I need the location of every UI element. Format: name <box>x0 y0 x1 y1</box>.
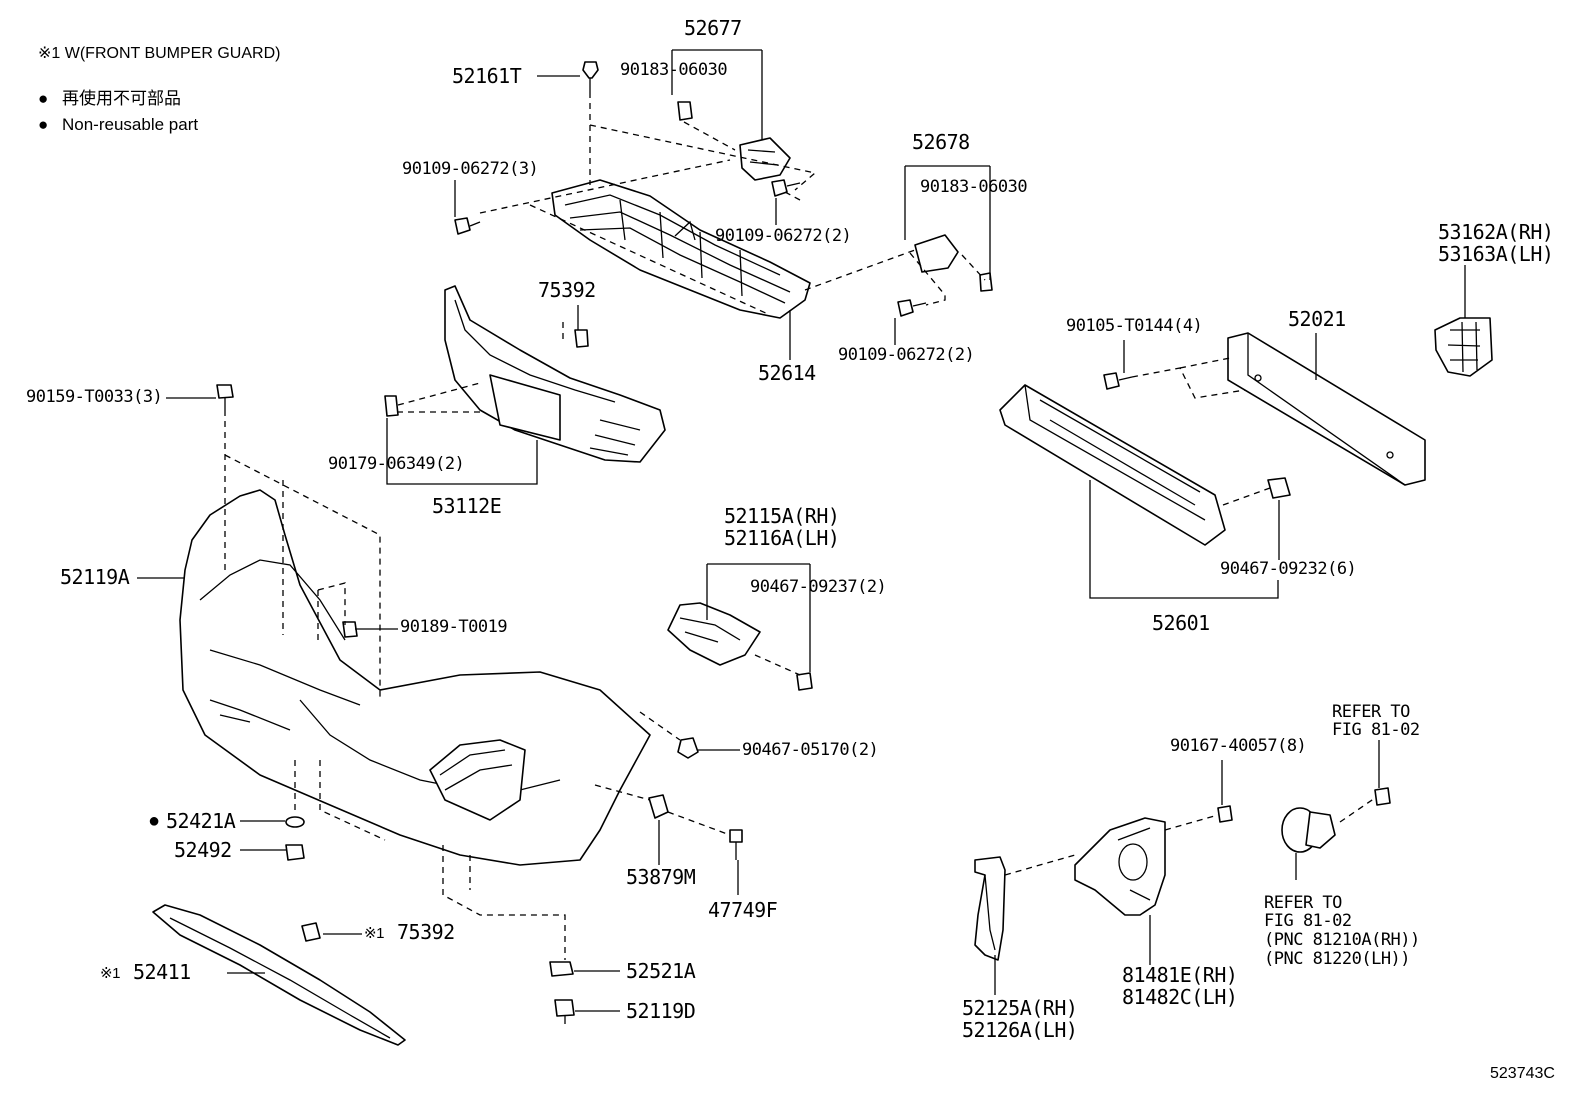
label-90467-05170-2[interactable]: 90467-05170(2) <box>742 740 879 760</box>
bumper-cover-52119A <box>179 489 651 866</box>
label-53162A[interactable]: 53162A(RH) <box>1438 220 1554 244</box>
label-53112E[interactable]: 53112E <box>432 494 502 518</box>
label-52119D[interactable]: 52119D <box>626 999 696 1023</box>
label-52126A[interactable]: 52126A(LH) <box>962 1018 1078 1042</box>
label-52116A[interactable]: 52116A(LH) <box>724 526 840 550</box>
label-52521A[interactable]: 52521A <box>626 959 696 983</box>
guard-mark-75392: ※1 <box>364 925 384 942</box>
lower-grille-53112E <box>384 285 666 463</box>
label-90159-T0033-3[interactable]: 90159-T0033(3) <box>26 387 163 407</box>
label-90109-06272-3[interactable]: 90109-06272(3) <box>402 159 539 179</box>
figure-code: 523743C <box>1490 1065 1555 1082</box>
label-90109-06272-2b[interactable]: 90109-06272(2) <box>838 345 975 365</box>
label-52678[interactable]: 52678 <box>912 130 970 154</box>
label-52119A[interactable]: 52119A <box>60 565 130 589</box>
label-81482C[interactable]: 81482C(LH) <box>1122 985 1238 1009</box>
label-75392-top[interactable]: 75392 <box>538 278 596 302</box>
label-52021[interactable]: 52021 <box>1288 307 1346 331</box>
label-75392-guard[interactable]: 75392 <box>397 920 455 944</box>
label-52601[interactable]: 52601 <box>1152 611 1210 635</box>
label-90105-T0144-4[interactable]: 90105-T0144(4) <box>1066 316 1203 336</box>
bracket-52115A <box>667 602 813 691</box>
label-52614[interactable]: 52614 <box>758 361 816 385</box>
label-53163A[interactable]: 53163A(LH) <box>1438 242 1554 266</box>
bracket-52677 <box>677 101 791 181</box>
label-52115A[interactable]: 52115A(RH) <box>724 504 840 528</box>
refer-bot-line2[interactable]: FIG 81-02 <box>1264 911 1352 931</box>
bracket-52678 <box>914 234 993 292</box>
fog-lamp <box>1281 787 1391 853</box>
label-52411[interactable]: 52411 <box>133 960 191 984</box>
fog-cover-81481E <box>1074 805 1233 916</box>
label-90467-09237-2[interactable]: 90467-09237(2) <box>750 577 887 597</box>
label-52677[interactable]: 52677 <box>684 16 742 40</box>
label-90167-40057-8[interactable]: 90167-40057(8) <box>1170 736 1307 756</box>
legend-bullet-en: ● <box>38 115 49 134</box>
label-52161T[interactable]: 52161T <box>452 64 522 88</box>
refer-top-line2[interactable]: FIG 81-02 <box>1332 720 1420 740</box>
legend-line-jp: 再使用不可部品 <box>62 89 181 108</box>
reinforcement-52021 <box>1103 332 1426 486</box>
label-52492[interactable]: 52492 <box>174 838 232 862</box>
label-90109-06272-2a[interactable]: 90109-06272(2) <box>715 226 852 246</box>
label-90183-06030-a[interactable]: 90183-06030 <box>620 60 728 80</box>
label-47749F[interactable]: 47749F <box>708 898 778 922</box>
refer-bot-line1[interactable]: REFER TO <box>1264 893 1342 913</box>
label-90183-06030-b[interactable]: 90183-06030 <box>920 177 1028 197</box>
absorber-52601 <box>999 384 1291 546</box>
bezel-52125A <box>974 856 1006 961</box>
label-52125A[interactable]: 52125A(RH) <box>962 996 1078 1020</box>
assembly-lines <box>224 92 1376 960</box>
legend-note-w: ※1 W(FRONT BUMPER GUARD) <box>38 45 281 62</box>
refer-bot-line4[interactable]: (PNC 81220(LH)) <box>1264 949 1411 969</box>
label-90467-09232-6[interactable]: 90467-09232(6) <box>1220 559 1357 579</box>
screws-upper <box>454 61 927 317</box>
leader-lines <box>137 49 1466 1012</box>
legend-line-en: Non-reusable part <box>62 115 199 134</box>
refer-bot-line3[interactable]: (PNC 81210A(RH)) <box>1264 930 1420 950</box>
label-81481E[interactable]: 81481E(RH) <box>1122 963 1238 987</box>
label-90179-06349-2[interactable]: 90179-06349(2) <box>328 454 465 474</box>
label-90189-T0019[interactable]: 90189-T0019 <box>400 617 508 637</box>
upper-grille-52614 <box>551 179 811 319</box>
legend-bullet-jp: ● <box>38 89 49 108</box>
label-52421A[interactable]: 52421A <box>166 809 236 833</box>
bumper-lower-hardware <box>216 384 743 1024</box>
refer-top-line1[interactable]: REFER TO <box>1332 702 1410 722</box>
bumper-guard-52411 <box>152 904 406 1046</box>
side-bracket-53162A <box>1434 317 1493 377</box>
non-reusable-mark-52421A: ● <box>148 810 160 832</box>
guard-mark-52411: ※1 <box>100 965 120 982</box>
label-53879M[interactable]: 53879M <box>626 865 696 889</box>
